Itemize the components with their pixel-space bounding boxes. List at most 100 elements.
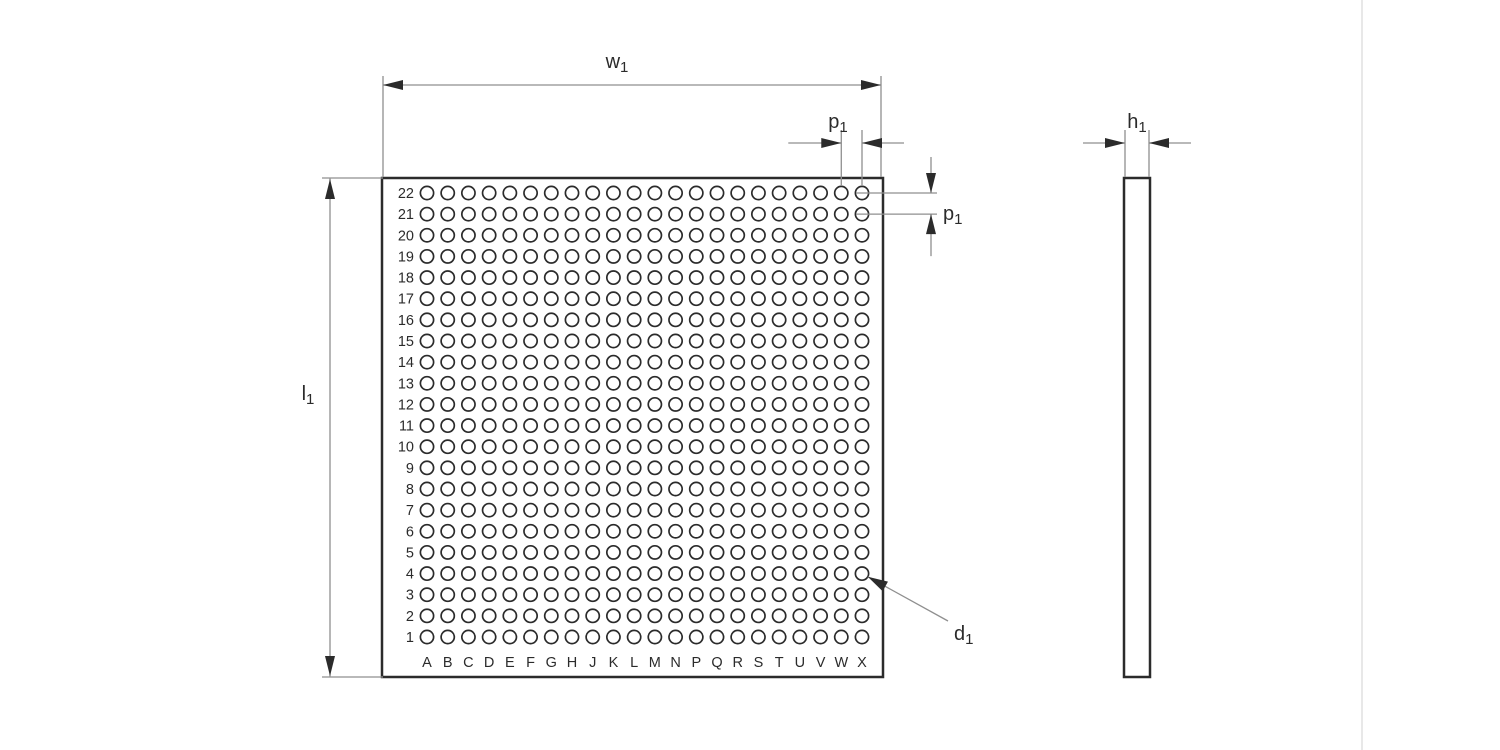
row-label: 3 — [406, 588, 414, 604]
hole — [813, 523, 829, 539]
hole — [833, 418, 849, 434]
hole — [481, 291, 497, 307]
row-label: 4 — [406, 567, 414, 583]
hole — [771, 291, 787, 307]
hole — [668, 396, 684, 412]
hole — [543, 608, 559, 624]
hole — [730, 375, 746, 391]
column-label: E — [505, 655, 515, 671]
hole — [688, 544, 704, 560]
hole — [688, 629, 704, 645]
hole — [502, 608, 518, 624]
hole — [833, 227, 849, 243]
hole — [792, 587, 808, 603]
hole — [419, 248, 435, 264]
hole — [440, 481, 456, 497]
hole — [585, 629, 601, 645]
column-label: B — [443, 655, 453, 671]
hole — [813, 396, 829, 412]
hole — [792, 502, 808, 518]
hole — [813, 587, 829, 603]
hole — [833, 544, 849, 560]
hole — [419, 354, 435, 370]
hole — [833, 354, 849, 370]
hole — [833, 248, 849, 264]
hole — [460, 248, 476, 264]
hole — [605, 312, 621, 328]
row-label: 18 — [398, 271, 414, 287]
column-label: K — [609, 655, 619, 671]
hole — [668, 460, 684, 476]
row-label: 14 — [398, 355, 414, 371]
hole — [460, 608, 476, 624]
hole — [419, 396, 435, 412]
hole — [813, 291, 829, 307]
hole — [668, 270, 684, 286]
hole — [585, 291, 601, 307]
hole — [854, 566, 870, 582]
dimension-l1: l1 — [302, 177, 383, 678]
hole — [854, 312, 870, 328]
arrowhead — [1105, 138, 1125, 148]
hole — [688, 439, 704, 455]
hole — [564, 270, 580, 286]
dimension-p1-horizontal: p1 — [788, 111, 904, 186]
hole — [564, 333, 580, 349]
hole — [833, 439, 849, 455]
hole — [440, 206, 456, 222]
hole — [564, 502, 580, 518]
hole — [750, 608, 766, 624]
hole — [647, 291, 663, 307]
hole — [585, 227, 601, 243]
hole — [626, 354, 642, 370]
hole — [709, 502, 725, 518]
hole — [585, 396, 601, 412]
hole — [440, 354, 456, 370]
hole — [730, 481, 746, 497]
hole — [626, 587, 642, 603]
hole — [440, 418, 456, 434]
hole — [585, 544, 601, 560]
hole — [585, 608, 601, 624]
hole — [833, 481, 849, 497]
hole — [792, 608, 808, 624]
hole — [647, 418, 663, 434]
hole — [647, 270, 663, 286]
hole — [833, 375, 849, 391]
hole — [543, 502, 559, 518]
hole — [543, 439, 559, 455]
hole — [730, 544, 746, 560]
hole — [564, 312, 580, 328]
hole — [833, 608, 849, 624]
hole — [792, 439, 808, 455]
hole — [668, 544, 684, 560]
hole — [481, 523, 497, 539]
hole — [605, 608, 621, 624]
hole — [750, 460, 766, 476]
column-label: D — [484, 655, 494, 671]
hole — [626, 312, 642, 328]
hole — [792, 460, 808, 476]
hole — [419, 270, 435, 286]
hole — [564, 587, 580, 603]
hole — [792, 418, 808, 434]
hole — [833, 460, 849, 476]
hole — [709, 396, 725, 412]
hole — [502, 396, 518, 412]
hole — [460, 566, 476, 582]
hole — [481, 270, 497, 286]
hole — [585, 460, 601, 476]
hole — [750, 312, 766, 328]
row-label: 12 — [398, 397, 414, 413]
row-label: 1 — [406, 630, 414, 646]
hole — [730, 629, 746, 645]
hole — [460, 396, 476, 412]
hole — [730, 502, 746, 518]
hole — [792, 312, 808, 328]
hole — [647, 206, 663, 222]
hole — [730, 566, 746, 582]
hole — [750, 629, 766, 645]
arrowhead — [325, 656, 335, 676]
hole — [564, 481, 580, 497]
hole — [502, 439, 518, 455]
